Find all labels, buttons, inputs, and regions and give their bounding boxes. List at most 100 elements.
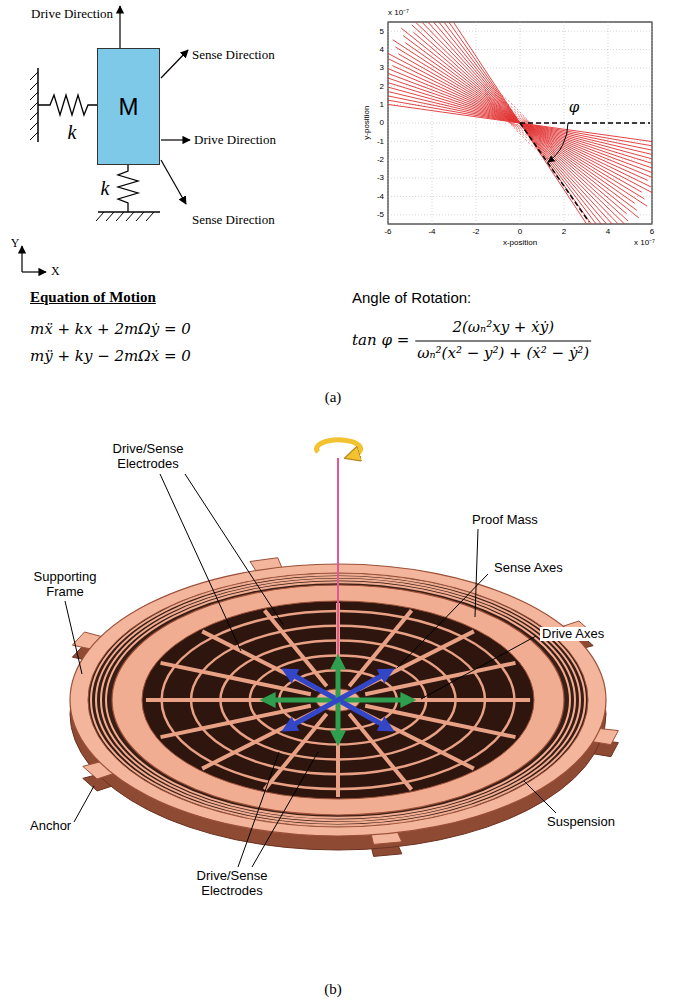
tick-label-box: 4 (380, 45, 384, 54)
equation-box: tan φ = (352, 332, 409, 349)
grid-line (388, 31, 652, 32)
tick-label: 0 (518, 227, 522, 236)
tick-label: 2 (562, 227, 566, 236)
tick-label-box: 6 (650, 227, 654, 236)
fraction-denominator-box: ωₙ²(x² − y²) + (ẋ² − ẏ²) (417, 345, 589, 362)
scale-factor: x 10⁻⁷ (388, 8, 409, 17)
axis-label-box: X (51, 265, 60, 279)
part-label: Proof Mass (472, 512, 538, 527)
tick-label-box: 1 (380, 100, 384, 109)
spring-constant-box: k (101, 177, 110, 200)
scale-factor-box: x 10⁻⁷ (634, 238, 655, 247)
grid-line (388, 159, 652, 160)
axis-title: y-position (361, 106, 370, 140)
tick-label: 4 (380, 45, 384, 54)
trajectory-line (432, 22, 608, 224)
ground (96, 212, 160, 221)
tick-label-box: 2 (562, 227, 566, 236)
tick-label-box: 2 (380, 82, 384, 91)
plot-frame (388, 22, 652, 224)
trajectory-line (432, 22, 607, 224)
part-label: Sense Axes (494, 560, 563, 575)
tick-label: 3 (380, 63, 384, 72)
section-heading-box: Equation of Motion (30, 289, 156, 306)
mass-label: M (119, 93, 139, 121)
tick-label-box: -2 (472, 227, 479, 236)
electrode-spoke (161, 706, 311, 737)
fraction-numerator-box: 2(ωₙ²xy + ẋẏ) (452, 319, 554, 336)
grid-line (388, 214, 652, 215)
ring-gyroscope (70, 440, 618, 857)
tick-label-box: 3 (380, 63, 384, 72)
tick-label: 5 (380, 27, 384, 36)
plot-grid (388, 22, 652, 224)
tick-label: -6 (384, 227, 391, 236)
direction-label-box: Drive Direction (31, 7, 113, 22)
tick-label: 1 (380, 100, 384, 109)
part-label-box: Sense Axes (492, 561, 565, 576)
subfigure-label-box: (b) (324, 981, 342, 998)
coordinate-axes (22, 246, 46, 272)
tick-label: -2 (472, 227, 479, 236)
tick-label-box: -1 (377, 137, 384, 146)
tick-label-box: 4 (606, 227, 610, 236)
part-label-box: Drive Axes (540, 627, 606, 642)
section-heading: Angle of Rotation: (352, 289, 471, 306)
subfigure-label: (a) (325, 389, 342, 405)
part-label: Drive/Sense Electrodes (113, 441, 184, 471)
electrode-spoke (161, 663, 311, 694)
tick-label: -4 (377, 192, 384, 201)
part-label-box: Proof Mass (470, 513, 540, 528)
fraction-numerator: 2(ωₙ²xy + ẋẏ) (452, 318, 554, 336)
spring (118, 165, 138, 212)
tick-label: -2 (377, 155, 384, 164)
part-label: Supporting Frame (34, 569, 97, 599)
scale-factor-box: x 10⁻⁷ (388, 8, 409, 17)
electrode-ring (250, 655, 426, 744)
subfigure-label: (b) (324, 981, 342, 997)
section-heading: Equation of Motion (30, 289, 156, 305)
tick-label-box: 0 (380, 118, 384, 127)
angle-marker (520, 123, 650, 222)
subfigure-label-box: (a) (325, 389, 342, 406)
part-label: Anchor (30, 818, 71, 833)
part-label-box: Suspension (545, 815, 617, 830)
grid-line (388, 178, 652, 179)
tick-label-box: 0 (518, 227, 522, 236)
part-label-box: Drive/Sense Electrodes (183, 869, 282, 899)
axis-label: X (51, 264, 60, 278)
mass-block: M (97, 48, 160, 165)
direction-label: Drive Direction (31, 6, 113, 21)
tick-label-box: -5 (377, 210, 384, 219)
tick-label-box: -6 (384, 227, 391, 236)
tick-label-box: -4 (377, 192, 384, 201)
axis-title-box: y-position (361, 106, 370, 140)
direction-label-box: Sense Direction (192, 48, 275, 63)
rotation-arrow (317, 440, 361, 456)
tick-label-box: -3 (377, 173, 384, 182)
axis-label-box: Y (11, 237, 20, 251)
equation: mÿ + ky − 2mΩẋ = 0 (30, 347, 191, 365)
equation: tan φ = (352, 331, 409, 349)
spring-constant-box: k (68, 121, 77, 144)
electrode-spoke (365, 706, 515, 737)
part-label: Drive Axes (542, 626, 604, 641)
grid-line (388, 86, 652, 87)
trajectory-line (432, 22, 607, 224)
tick-label-box: -2 (377, 155, 384, 164)
spring-constant: k (101, 177, 110, 199)
direction-label-box: Drive Direction (194, 133, 276, 148)
spring (38, 95, 97, 115)
direction-label: Drive Direction (194, 132, 276, 147)
direction-label-box: Sense Direction (192, 213, 275, 228)
tick-label: -5 (377, 210, 384, 219)
scale-factor: x 10⁻⁷ (634, 238, 655, 247)
axis-title-box: x-position (503, 238, 537, 247)
trajectory-lines (388, 22, 652, 224)
part-label-box: Supporting Frame (18, 570, 112, 600)
section-heading-box: Angle of Rotation: (352, 289, 471, 306)
tick-label: 4 (606, 227, 610, 236)
fraction-bar (415, 341, 591, 342)
grid-line (388, 67, 652, 68)
